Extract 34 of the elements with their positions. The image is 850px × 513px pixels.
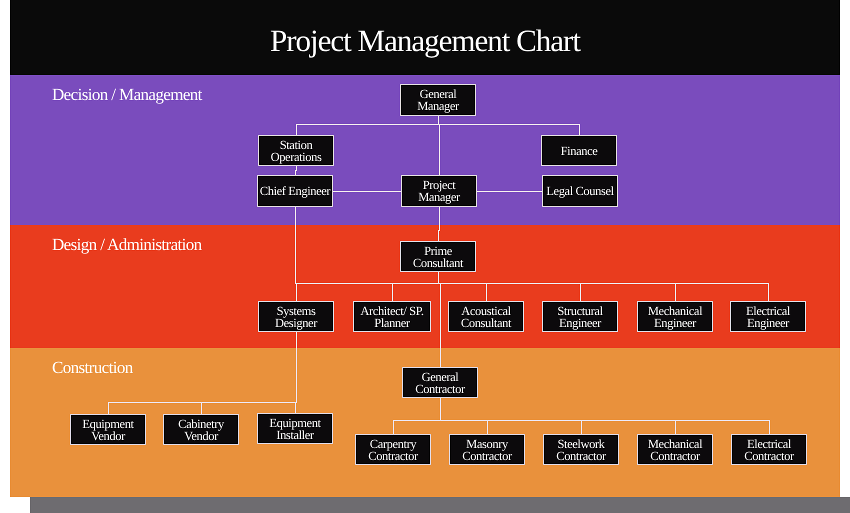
role-box: Systems Designer [258,301,334,332]
role-box: Mechanical Engineer [637,301,713,332]
role-box: Finance [541,135,617,166]
role-box: Prime Consultant [400,241,476,272]
role-box: Carpentry Contractor [355,434,431,465]
section-band [10,348,840,497]
role-box: Acoustical Consultant [448,301,524,332]
role-box: Chief Engineer [257,175,333,207]
role-box: Architect/ SP. Planner [353,301,431,332]
role-box: Steelwork Contractor [543,434,619,465]
role-box: Electrical Engineer [730,301,806,332]
role-box: Legal Counsel [542,175,618,207]
role-box: Station Operations [258,135,334,166]
role-box: Project Manager [401,175,477,207]
section-band [10,225,840,348]
role-box: Mechanical Contractor [637,434,713,465]
section-heading: Design / Administration [52,235,202,255]
connector-line [332,191,402,192]
role-box: General Manager [400,84,476,116]
role-box: Electrical Contractor [731,434,807,465]
connector-line [476,191,542,192]
connector-line [295,166,297,176]
role-box: Masonry Contractor [449,434,525,465]
section-band [10,75,840,225]
role-box: General Contractor [402,367,478,398]
role-box: Structural Engineer [542,301,618,332]
section-heading: Decision / Management [52,85,202,105]
role-box: Equipment Installer [257,413,333,444]
role-box: Equipment Vendor [70,414,146,445]
chart-title: Project Management Chart [10,0,840,75]
connector-line [438,116,440,176]
section-heading: Construction [52,358,133,378]
role-box: Cabinetry Vendor [163,414,239,445]
connector-line [438,206,440,242]
